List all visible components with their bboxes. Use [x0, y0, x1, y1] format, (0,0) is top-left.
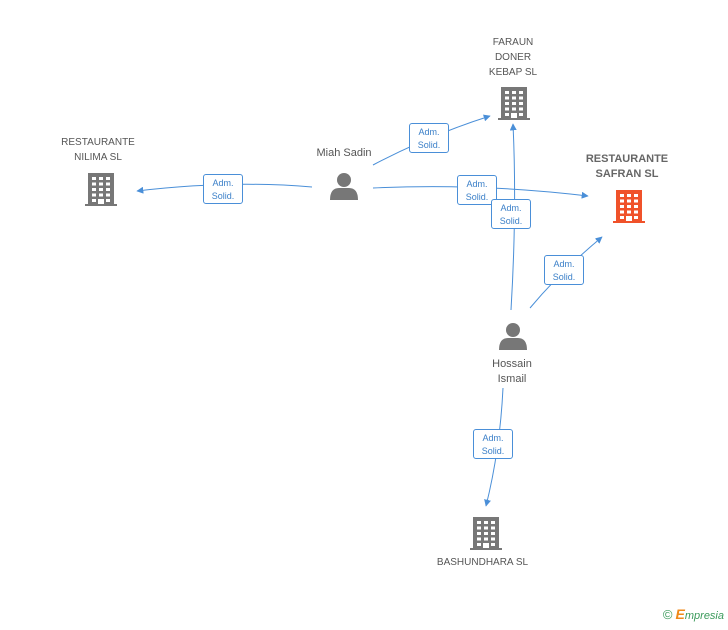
person-icon-hossain-ismail[interactable]: [499, 323, 527, 350]
node-label-restaurante-nilima: RESTAURANTE NILIMA SL: [61, 137, 135, 163]
building-icon-restaurante-safran[interactable]: [613, 190, 645, 223]
building-icon-restaurante-nilima[interactable]: [85, 173, 117, 206]
node-label-miah-sadin: Miah Sadin: [316, 147, 372, 159]
edge-badge-miah-faraun[interactable]: Adm. Solid.: [409, 123, 449, 153]
edge-badge-miah-safran[interactable]: Adm. Solid.: [457, 175, 497, 205]
empresia-watermark: © Empresia: [663, 606, 724, 622]
edge-badge-hossain-safran[interactable]: Adm. Solid.: [544, 255, 584, 285]
node-label-hossain-ismail: Hossain Ismail: [492, 358, 532, 385]
empresia-logo-e: E: [675, 606, 685, 622]
node-label-restaurante-safran: RESTAURANTE SAFRAN SL: [585, 153, 669, 180]
node-label-bashundhara: BASHUNDHARA SL: [436, 557, 529, 568]
copyright-symbol: ©: [662, 607, 673, 622]
edge-badge-hossain-bashundhara[interactable]: Adm. Solid.: [473, 429, 513, 459]
edge-badge-hossain-faraun[interactable]: Adm. Solid.: [491, 199, 531, 229]
person-icon-miah-sadin[interactable]: [330, 173, 358, 200]
edge-badge-miah-nilima[interactable]: Adm. Solid.: [203, 174, 243, 204]
node-label-faraun-doner: FARAUN DONER KEBAP SL: [488, 37, 538, 78]
empresia-logo-text: mpresia: [684, 610, 724, 622]
building-icon-faraun-doner[interactable]: [498, 87, 530, 120]
building-icon-bashundhara[interactable]: [470, 517, 502, 550]
